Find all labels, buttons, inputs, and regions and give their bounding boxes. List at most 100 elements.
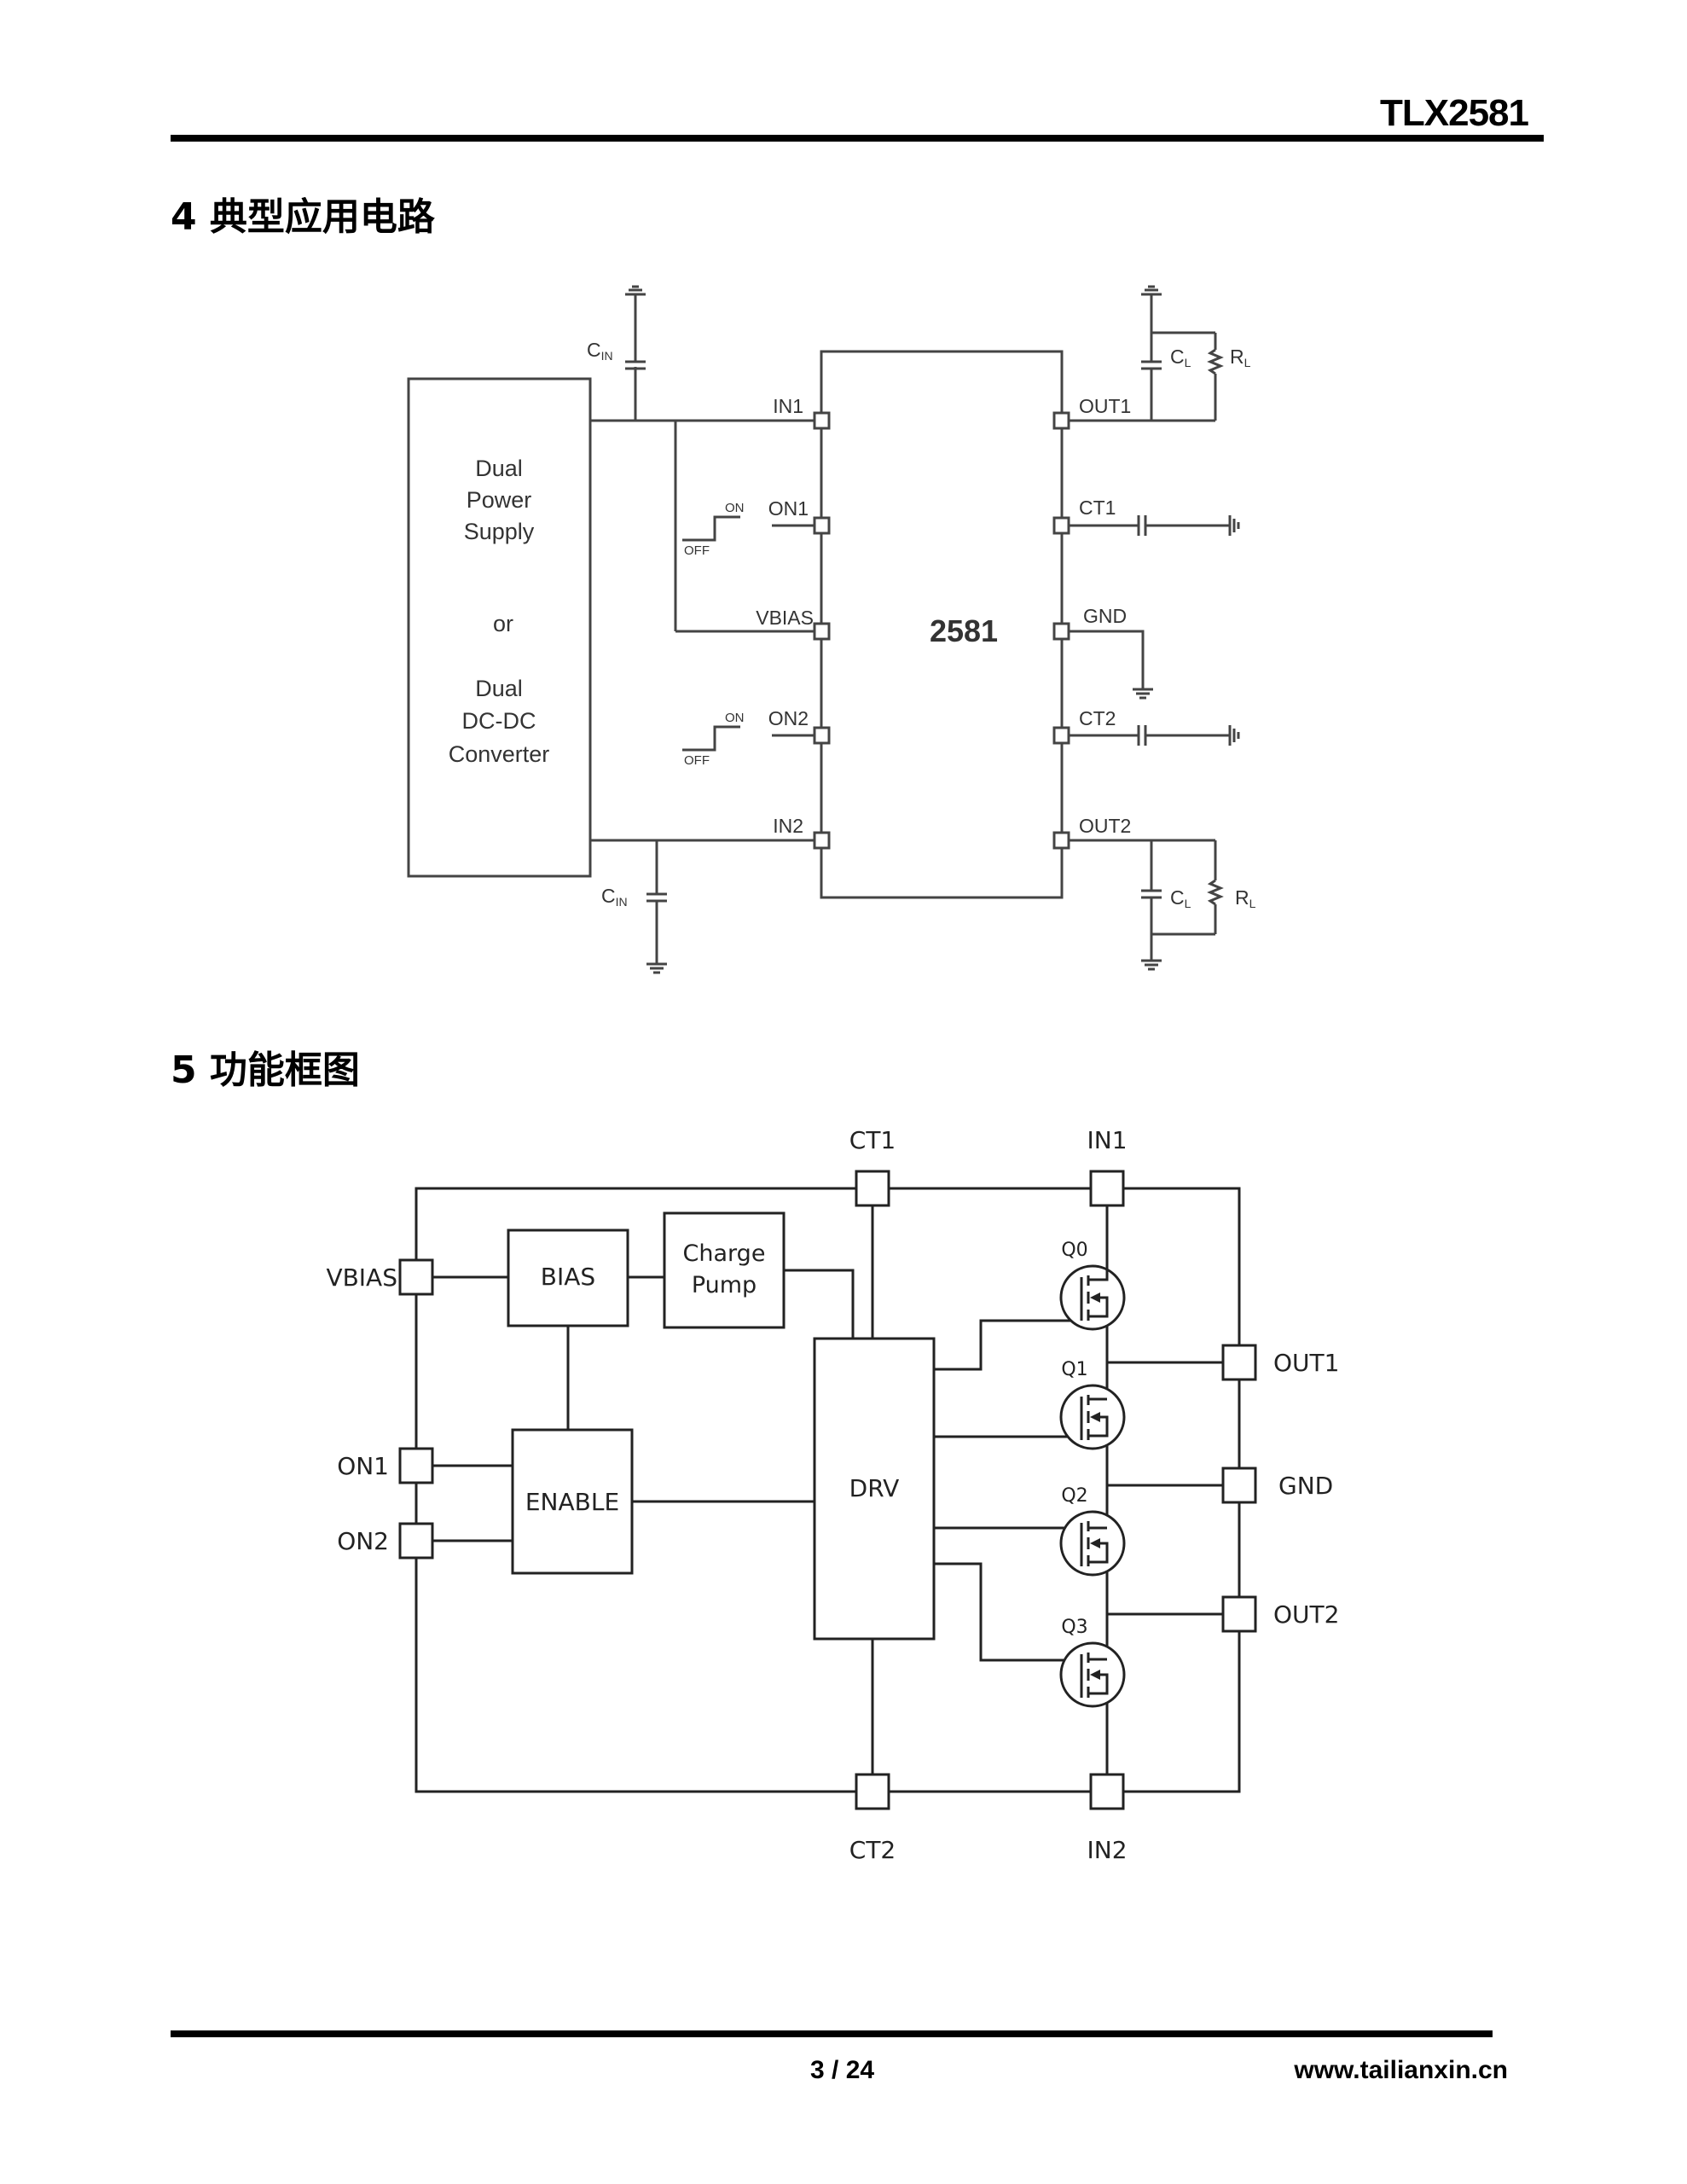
bd-label-in2: IN2 (1087, 1836, 1127, 1864)
drv-block (813, 1337, 936, 1641)
bd-label-in1: IN1 (1087, 1126, 1127, 1154)
bd-label-out2: OUT2 (1273, 1600, 1339, 1629)
source-line-1: Dual (475, 456, 523, 481)
source-line-4: Dual (475, 676, 523, 701)
drv-to-q0-gate (934, 1319, 1088, 1371)
label-ct2: CT2 (1079, 707, 1116, 729)
gnd-wire (1069, 630, 1145, 689)
rl2-resistor (1207, 879, 1224, 906)
pin-in2 (813, 831, 831, 850)
enable-block (511, 1428, 634, 1575)
on2-step-icon (682, 725, 740, 752)
pin-on2-bd (398, 1522, 434, 1560)
ic-part-label: 2581 (930, 613, 998, 648)
source-line-5: DC-DC (462, 708, 536, 734)
functional-block-diagram (398, 1170, 1257, 1810)
q0-label: Q0 (1061, 1240, 1087, 1261)
drv-label: DRV (849, 1474, 900, 1502)
source-or: or (493, 611, 513, 636)
q1-label: Q1 (1061, 1359, 1087, 1380)
bias-block (507, 1228, 629, 1327)
source-line-6: Converter (449, 741, 550, 767)
ground-icon (1141, 285, 1162, 296)
ground-icon (1228, 515, 1240, 536)
bias-label: BIAS (541, 1263, 595, 1291)
ground-icon (1133, 688, 1153, 700)
pin-in1-bd (1089, 1170, 1125, 1207)
label-in2: IN2 (773, 815, 803, 837)
charge-pump-label-1: Charge (683, 1240, 766, 1267)
bd-label-out1: OUT1 (1273, 1349, 1339, 1377)
enable-label: ENABLE (525, 1488, 619, 1516)
ground-icon (646, 962, 667, 974)
pin-out2 (1052, 831, 1070, 850)
mosfet-q0-icon (1059, 1263, 1126, 1331)
document-title: TLX2581 (1380, 92, 1529, 134)
source-line-2: Power (467, 487, 532, 513)
pin-out1-bd (1221, 1344, 1257, 1381)
header-rule (171, 135, 1544, 142)
bd-label-on2: ON2 (337, 1527, 389, 1555)
on1-on-label: ON (725, 501, 745, 515)
pin-in2-bd (1089, 1773, 1125, 1810)
q3-label: Q3 (1061, 1617, 1087, 1638)
on1-step-icon (682, 515, 740, 542)
label-gnd: GND (1083, 605, 1127, 627)
footer-rule (171, 2030, 1493, 2037)
cl2-label: CL (1170, 886, 1191, 910)
rl2-label: RL (1235, 886, 1256, 910)
rl1-resistor (1207, 348, 1224, 375)
pin-out1 (1052, 411, 1070, 430)
cin1-label: CIN (587, 339, 613, 363)
label-out1: OUT1 (1079, 395, 1131, 417)
label-ct1: CT1 (1079, 497, 1116, 519)
drv-to-q3-gate (934, 1562, 1088, 1662)
on2-off-label: OFF (684, 753, 710, 768)
pin-ct2 (1052, 726, 1070, 745)
typical-application-labels: Dual Power Supply or Dual DC-DC Converte… (449, 339, 1256, 910)
pin-gnd-bd (1221, 1467, 1257, 1504)
label-vbias: VBIAS (756, 607, 814, 629)
pin-ct1 (1052, 516, 1070, 535)
on2-on-label: ON (725, 711, 745, 725)
bd-label-ct1: CT1 (849, 1126, 896, 1154)
pin-in1 (813, 411, 831, 430)
mosfet-q3-icon (1059, 1641, 1126, 1708)
chargepump-to-drv-wire (784, 1269, 855, 1339)
mosfet-q2-icon (1059, 1510, 1126, 1577)
mosfet-q1-icon (1059, 1384, 1126, 1450)
section-5-heading: 5 功能框图 (171, 1048, 360, 1092)
ground-icon (625, 285, 646, 296)
page-number: 3 / 24 (810, 2056, 875, 2084)
q2-label: Q2 (1061, 1485, 1087, 1507)
rl1-label: RL (1230, 346, 1251, 369)
pin-ct2-bd (855, 1773, 890, 1810)
charge-pump-label-2: Pump (692, 1272, 757, 1298)
bd-label-ct2: CT2 (849, 1836, 896, 1864)
pin-vbias-bd (398, 1258, 434, 1296)
pin-out2-bd (1221, 1595, 1257, 1633)
bd-label-vbias: VBIAS (326, 1263, 397, 1292)
section-4-heading: 4 典型应用电路 (171, 195, 435, 239)
typical-application-circuit (407, 285, 1240, 974)
ground-icon (1141, 959, 1162, 971)
pin-gnd (1052, 622, 1070, 641)
on1-off-label: OFF (684, 543, 710, 558)
label-in1: IN1 (773, 395, 803, 417)
bd-label-on1: ON1 (337, 1452, 389, 1480)
pin-on1 (813, 516, 831, 535)
pin-vbias (813, 622, 831, 641)
charge-pump-block (663, 1211, 786, 1329)
source-line-3: Supply (464, 519, 535, 544)
block-diagram-labels: BIAS Charge Pump ENABLE DRV VBIAS ON1 ON… (326, 1126, 1339, 1864)
label-on2: ON2 (768, 707, 809, 729)
website-link[interactable]: www.tailianxin.cn (1294, 2056, 1508, 2084)
cin2-label: CIN (601, 885, 628, 909)
pin-on2 (813, 726, 831, 745)
power-supply-block (407, 377, 592, 878)
cl1-label: CL (1170, 346, 1191, 369)
ground-icon (1228, 725, 1240, 746)
bd-label-gnd: GND (1278, 1472, 1333, 1500)
label-on1: ON1 (768, 497, 809, 520)
pin-on1-bd (398, 1447, 434, 1484)
